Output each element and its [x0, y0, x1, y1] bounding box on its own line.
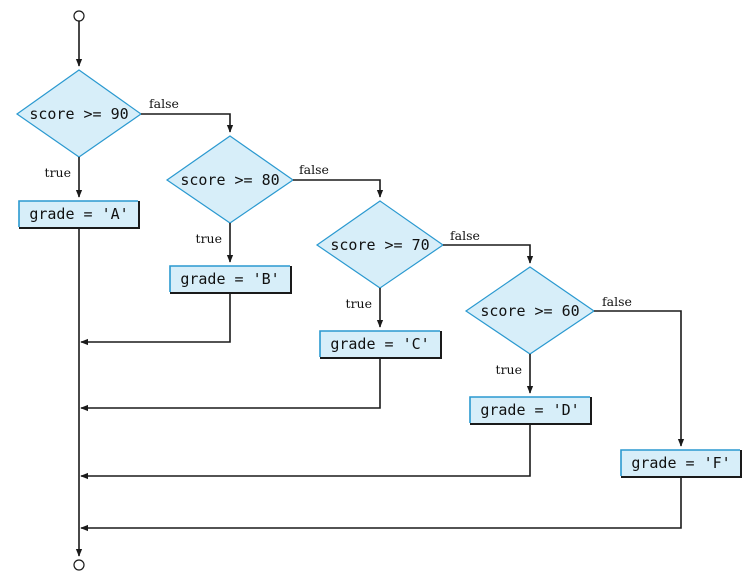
action-grade-d-text: grade = 'D' — [480, 401, 579, 419]
return-c — [80, 358, 381, 412]
decision-score-80-text: score >= 80 — [180, 171, 279, 189]
true-label-80: true — [196, 231, 222, 246]
action-grade-b-text: grade = 'B' — [180, 270, 279, 288]
decision-score-70-text: score >= 70 — [330, 236, 429, 254]
false-label-90: false — [149, 96, 179, 111]
decision-score-60-text: score >= 60 — [480, 302, 579, 320]
false-arrow-70 — [443, 244, 534, 264]
return-f — [80, 477, 682, 532]
false-label-80: false — [299, 162, 329, 177]
return-b — [80, 293, 231, 346]
action-grade-c-text: grade = 'C' — [330, 335, 429, 353]
return-d — [80, 424, 531, 480]
action-grade-c — [319, 330, 442, 359]
start-node — [73, 10, 85, 22]
true-label-60: true — [496, 362, 522, 377]
end-node — [73, 559, 85, 571]
false-arrow-90 — [141, 113, 234, 133]
action-grade-f — [620, 449, 742, 478]
false-arrow-80 — [293, 179, 384, 198]
action-grade-a-text: grade = 'A' — [29, 205, 128, 223]
true-label-90: true — [45, 165, 71, 180]
action-grade-f-text: grade = 'F' — [631, 454, 730, 472]
false-arrow-60 — [594, 310, 685, 447]
decision-score-90-text: score >= 90 — [29, 105, 128, 123]
action-grade-b — [169, 265, 292, 294]
action-grade-a — [18, 200, 140, 229]
action-grade-d — [469, 396, 592, 425]
false-label-70: false — [450, 228, 480, 243]
false-label-60: false — [602, 294, 632, 309]
true-label-70: true — [346, 296, 372, 311]
